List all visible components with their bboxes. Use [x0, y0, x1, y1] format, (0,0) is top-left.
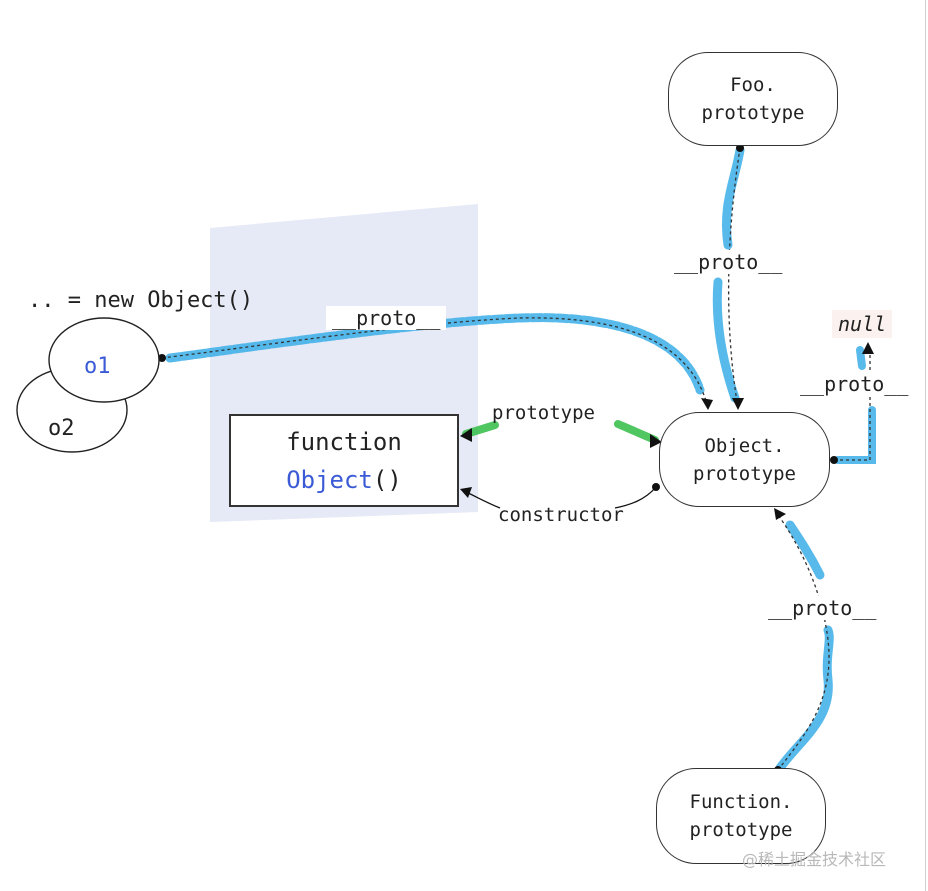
edge-foo-proto-arrowhead — [732, 398, 744, 410]
o1-label: o1 — [84, 354, 111, 379]
edge-function-proto-line — [775, 511, 830, 771]
edge-label-o1-proto: __proto__ — [326, 306, 447, 330]
edge-null-proto-arrowhead — [862, 342, 874, 354]
edge-function-proto-arrowhead — [774, 508, 786, 520]
function-prototype-node: Function. prototype — [656, 768, 826, 864]
edge-label-constructor: constructor — [498, 504, 624, 526]
function-prototype-line2: prototype — [689, 819, 793, 841]
new-object-expression: .. = new Object() — [28, 288, 254, 313]
o1-node-shape — [48, 317, 160, 403]
edge-o1-proto-arrowhead — [701, 398, 713, 410]
object-constructor-name: Object — [286, 465, 373, 494]
edge-o1-proto-line — [161, 317, 709, 409]
edge-label-null-proto: __proto__ — [796, 372, 913, 396]
edge-prototype-arrowhead-left — [460, 428, 472, 442]
edge-foo-proto-highlight-bottom — [712, 277, 740, 403]
edge-label-foo-proto: __proto__ — [670, 250, 787, 274]
function-object-node: function Object() — [229, 414, 459, 507]
edge-null-proto-highlight-top — [856, 346, 866, 370]
right-border-line — [925, 0, 926, 891]
null-node: null — [832, 310, 893, 338]
edge-null-proto-start-dot — [830, 456, 838, 464]
object-prototype-node: Object. prototype — [659, 412, 830, 507]
object-prototype-line1: Object. — [704, 434, 785, 457]
edge-foo-proto-start-dot — [736, 144, 744, 152]
watermark-text: @稀土掘金技术社区 — [742, 850, 887, 869]
object-prototype-line2: prototype — [693, 462, 796, 485]
foo-prototype-node: Foo. prototype — [668, 52, 838, 146]
function-prototype-line1: Function. — [689, 791, 793, 813]
edge-label-function-proto: __proto__ — [764, 596, 881, 620]
edge-foo-proto-highlight-top — [721, 145, 745, 250]
function-keyword: function — [286, 427, 402, 456]
edge-constructor-arrowhead — [460, 487, 472, 498]
edge-label-prototype: prototype — [492, 402, 595, 424]
function-call-parens: () — [372, 465, 402, 494]
o2-label: o2 — [48, 416, 75, 441]
edge-o1-proto-start-dot — [158, 354, 166, 362]
function-object-signature: Object() — [286, 461, 402, 499]
edge-prototype-highlight-right — [614, 420, 659, 444]
foo-prototype-line2: prototype — [701, 102, 805, 124]
edge-function-proto-highlight-bottom — [775, 625, 834, 773]
edge-prototype-arrowhead-right — [650, 434, 662, 448]
edge-function-proto-highlight-top — [785, 520, 825, 580]
edge-constructor-start-dot — [652, 483, 660, 491]
edge-constructor-line — [614, 486, 657, 509]
edge-null-proto-highlight-bottom — [834, 406, 876, 464]
foo-prototype-line1: Foo. — [730, 74, 776, 96]
